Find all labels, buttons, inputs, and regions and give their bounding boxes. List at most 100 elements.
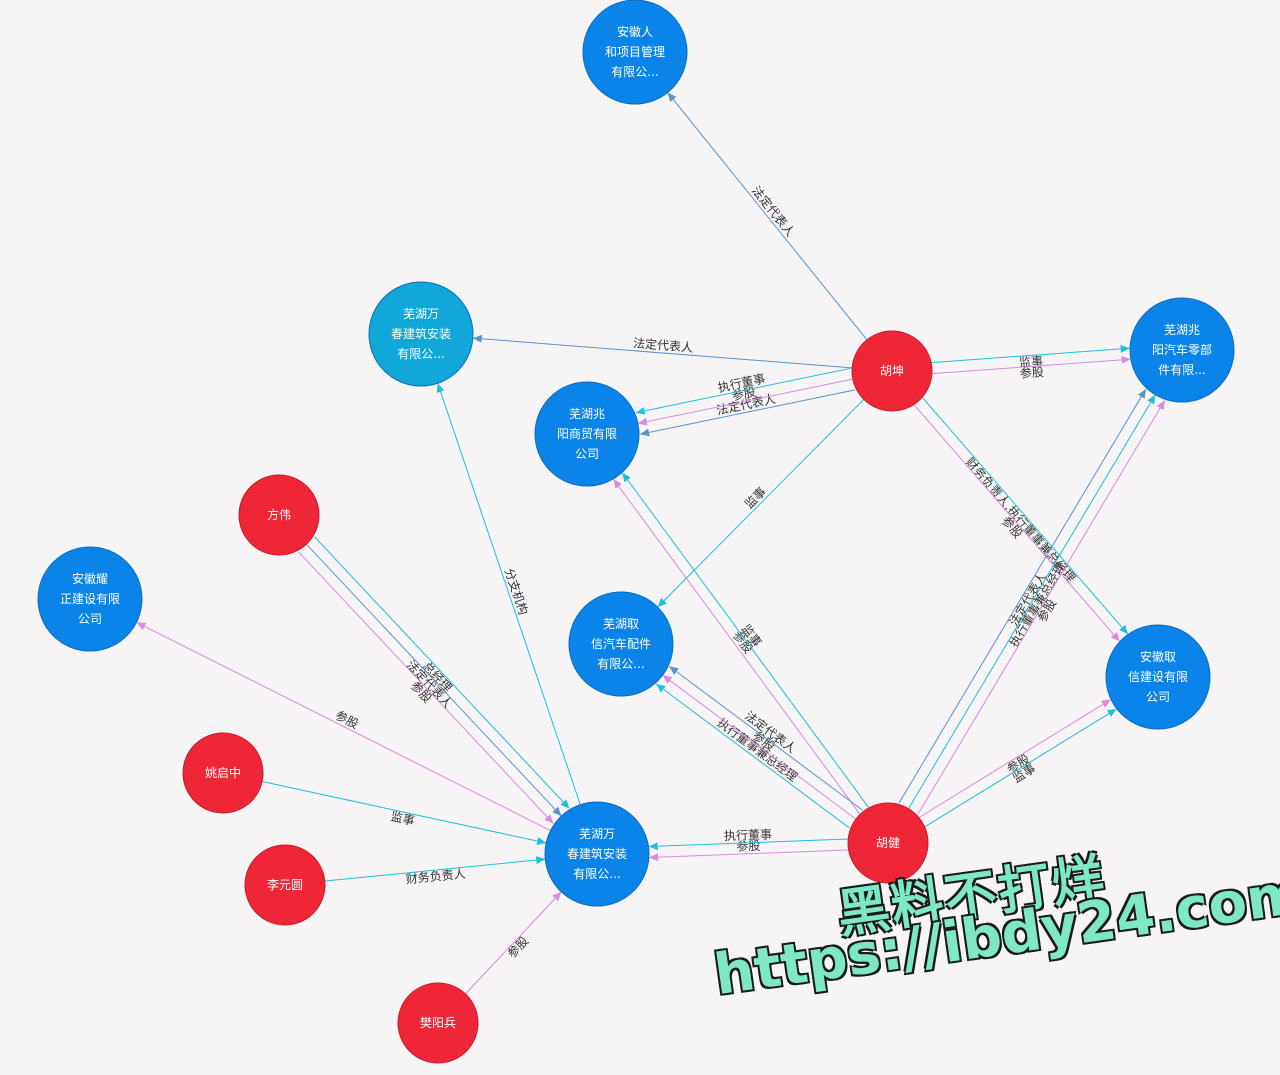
edge-hukun-wuhu_zhaoyang_trade[interactable] (635, 367, 851, 415)
edge-label: 参股 (736, 838, 761, 854)
person-node-circle[interactable] (851, 330, 933, 412)
person-node-circle[interactable] (182, 732, 264, 814)
edge-label: 分支机构 (502, 566, 532, 616)
node-label: 安徽耀 (72, 571, 108, 586)
node-fanyangbing[interactable]: 樊阳兵 (397, 982, 479, 1064)
edge-hukun-wuhu_zhaoyang_auto[interactable] (932, 355, 1131, 375)
company-node-circle[interactable] (1129, 297, 1235, 403)
edge-hujian-wuhu_zhaoyang_auto[interactable] (917, 400, 1166, 815)
edge-hujian-wuhu_quxin_auto[interactable] (655, 683, 850, 829)
node-liyuanyuan[interactable]: 李元圆 (244, 844, 326, 926)
node-label: 公司 (1146, 690, 1170, 704)
node-label: 芜湖万 (403, 306, 439, 321)
node-label: 姚启中 (205, 765, 241, 780)
node-label: 芜湖兆 (569, 406, 605, 421)
person-node-circle[interactable] (238, 474, 320, 556)
edge-hukun-wuhu_zhaoyang_trade[interactable] (640, 389, 856, 437)
node-label: 樊阳兵 (420, 1016, 456, 1030)
node-label: 阳汽车零部 (1152, 342, 1212, 357)
edge-label: 监事 (390, 809, 416, 828)
node-hukun[interactable]: 胡坤 (851, 330, 933, 412)
node-label: 件有限... (1158, 363, 1205, 377)
edge-fangwei-wuhu_wanchun_main[interactable] (306, 543, 562, 817)
edge-fanyangbing-wuhu_wanchun_main[interactable] (465, 891, 562, 995)
edge-hujian-wuhu_quxin_auto[interactable] (662, 674, 857, 820)
company-node-circle[interactable] (1105, 624, 1211, 730)
node-wuhu_wanchun_top[interactable]: 芜湖万春建筑安装有限公... (368, 281, 474, 387)
person-node-circle[interactable] (847, 802, 929, 884)
node-label: 安徽取 (1140, 649, 1176, 664)
node-label: 春建筑安装 (567, 846, 627, 861)
edge-hujian-anhui_quxin_const[interactable] (918, 699, 1112, 818)
edge-label: 执行董事 (724, 827, 773, 843)
nodes-layer: 安徽人和项目管理有限公...芜湖万春建筑安装有限公...芜湖兆阳商贸有限公司胡坤… (37, 0, 1235, 1064)
edge-hukun-wuhu_zhaoyang_trade[interactable] (637, 378, 853, 426)
company-node-circle[interactable] (544, 801, 650, 907)
company-node-circle[interactable] (582, 0, 688, 105)
node-fangwei[interactable]: 方伟 (238, 474, 320, 556)
edge-yaoqizhong-wuhu_wanchun_main[interactable] (261, 780, 547, 845)
node-label: 胡健 (876, 836, 900, 850)
edge-label: 法定代表人 (749, 183, 798, 239)
node-label: 公司 (78, 612, 102, 626)
node-wuhu_quxin_auto[interactable]: 芜湖取信汽车配件有限公... (568, 591, 674, 697)
node-label: 信汽车配件 (591, 636, 651, 651)
node-label: 正建设有限 (60, 592, 120, 606)
edge-hukun-anhui_heren[interactable] (667, 92, 868, 341)
edge-label: 财务负责人 (405, 866, 466, 887)
company-node-circle[interactable] (568, 591, 674, 697)
node-label: 有限公... (397, 347, 444, 361)
edge-hukun-wuhu_zhaoyang_auto[interactable] (931, 344, 1130, 364)
node-label: 公司 (575, 447, 599, 461)
edge-hukun-anhui_quxin_const[interactable] (913, 404, 1121, 642)
node-label: 有限公... (597, 657, 644, 671)
edge-hujian-wuhu_wanchun_main[interactable] (649, 849, 849, 862)
edge-hujian-anhui_quxin_const[interactable] (924, 708, 1117, 828)
node-label: 李元圆 (267, 877, 303, 892)
node-label: 胡坤 (880, 363, 904, 378)
edge-hukun-anhui_quxin_const[interactable] (922, 397, 1129, 635)
edge-hujian-wuhu_wanchun_main[interactable] (648, 838, 848, 851)
node-wuhu_zhaoyang_auto[interactable]: 芜湖兆阳汽车零部件有限... (1129, 297, 1235, 403)
node-hujian[interactable]: 胡健 (847, 802, 929, 884)
edge-label: 参股 (1019, 364, 1044, 381)
node-label: 春建筑安装 (391, 326, 451, 341)
edge-hujian-wuhu_zhaoyang_trade[interactable] (621, 472, 870, 808)
edge-liyuanyuan-wuhu_wanchun_main[interactable] (324, 856, 546, 882)
node-label: 方伟 (267, 507, 291, 522)
edge-hujian-wuhu_zhaoyang_trade[interactable] (612, 478, 861, 815)
edge-hujian-wuhu_quxin_auto[interactable] (668, 665, 863, 811)
edge-fangwei-wuhu_wanchun_main[interactable] (297, 551, 554, 824)
node-label: 和项目管理 (605, 44, 665, 59)
node-label: 芜湖兆 (1164, 322, 1200, 337)
node-label: 阳商贸有限 (557, 426, 617, 441)
edge-label: 监事 (742, 485, 769, 512)
node-label: 芜湖取 (603, 616, 639, 631)
node-yaoqizhong[interactable]: 姚启中 (182, 732, 264, 814)
edge-wuhu_wanchun_main-anhui_yaozheng[interactable] (136, 621, 551, 832)
edge-hukun-wuhu_wanchun_top[interactable] (472, 334, 853, 369)
company-node-circle[interactable] (534, 381, 640, 487)
edge-label: 法定代表人 (633, 335, 694, 355)
edge-hujian-wuhu_zhaoyang_auto[interactable] (908, 394, 1156, 809)
edge-fangwei-wuhu_wanchun_main[interactable] (314, 536, 570, 809)
node-label: 信建设有限 (1128, 670, 1188, 684)
branch-node-circle[interactable] (368, 281, 474, 387)
node-wuhu_wanchun_main[interactable]: 芜湖万春建筑安装有限公... (544, 801, 650, 907)
person-node-circle[interactable] (244, 844, 326, 926)
node-label: 芜湖万 (579, 826, 615, 841)
edge-hukun-wuhu_quxin_auto[interactable] (657, 399, 865, 608)
node-anhui_heren[interactable]: 安徽人和项目管理有限公... (582, 0, 688, 105)
node-label: 有限公... (611, 65, 658, 79)
edge-wuhu_wanchun_main-wuhu_wanchun_top[interactable] (436, 383, 581, 805)
edge-label: 参股 (504, 933, 531, 961)
node-label: 安徽人 (617, 24, 653, 39)
node-label: 有限公... (573, 867, 620, 881)
person-node-circle[interactable] (397, 982, 479, 1064)
company-node-circle[interactable] (37, 546, 143, 652)
edge-hujian-wuhu_zhaoyang_auto[interactable] (898, 388, 1147, 804)
